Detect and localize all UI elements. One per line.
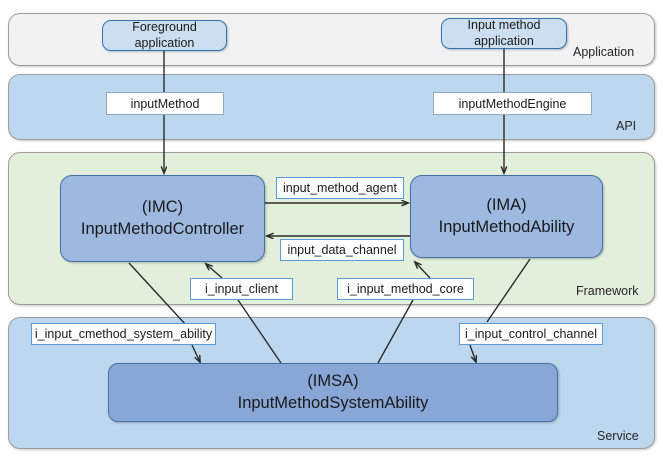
interface-input-data-channel[interactable]: input_data_channel <box>280 239 404 261</box>
node-ima[interactable]: (IMA) InputMethodAbility <box>410 175 603 258</box>
interface-input-method[interactable]: inputMethod <box>106 92 224 115</box>
layer-label-service: Service <box>597 429 639 443</box>
node-input-method-application[interactable]: Input method application <box>441 18 567 49</box>
ima-line1: (IMA) <box>486 196 527 215</box>
node-imsa[interactable]: (IMSA) InputMethodSystemAbility <box>108 363 558 422</box>
interface-input-method-engine[interactable]: inputMethodEngine <box>433 92 592 115</box>
foreground-application-line2: application <box>134 35 195 50</box>
interface-i-input-method-core[interactable]: i_input_method_core <box>337 278 474 300</box>
foreground-application-line1: Foreground <box>132 19 197 34</box>
node-imc[interactable]: (IMC) InputMethodController <box>60 175 265 262</box>
imsa-line2: InputMethodSystemAbility <box>237 393 429 412</box>
imc-line2: InputMethodController <box>80 219 245 238</box>
input-method-application-line2: application <box>474 33 534 48</box>
input-method-application-line1: Input method <box>467 17 541 32</box>
interface-input-method-agent[interactable]: input_method_agent <box>276 177 404 199</box>
layer-label-framework: Framework <box>576 284 639 298</box>
imsa-line1: (IMSA) <box>307 372 359 391</box>
interface-i-input-client[interactable]: i_input_client <box>190 278 293 300</box>
layer-label-application: Application <box>573 45 635 59</box>
imc-line1: (IMC) <box>141 198 184 217</box>
interface-i-input-control-channel[interactable]: i_input_control_channel <box>459 323 603 345</box>
interface-i-input-cmethod-system-ability[interactable]: i_input_cmethod_system_ability <box>31 323 216 345</box>
node-foreground-application[interactable]: Foreground application <box>102 20 227 51</box>
layer-label-api: API <box>616 119 637 133</box>
ima-line2: InputMethodAbility <box>438 217 575 236</box>
